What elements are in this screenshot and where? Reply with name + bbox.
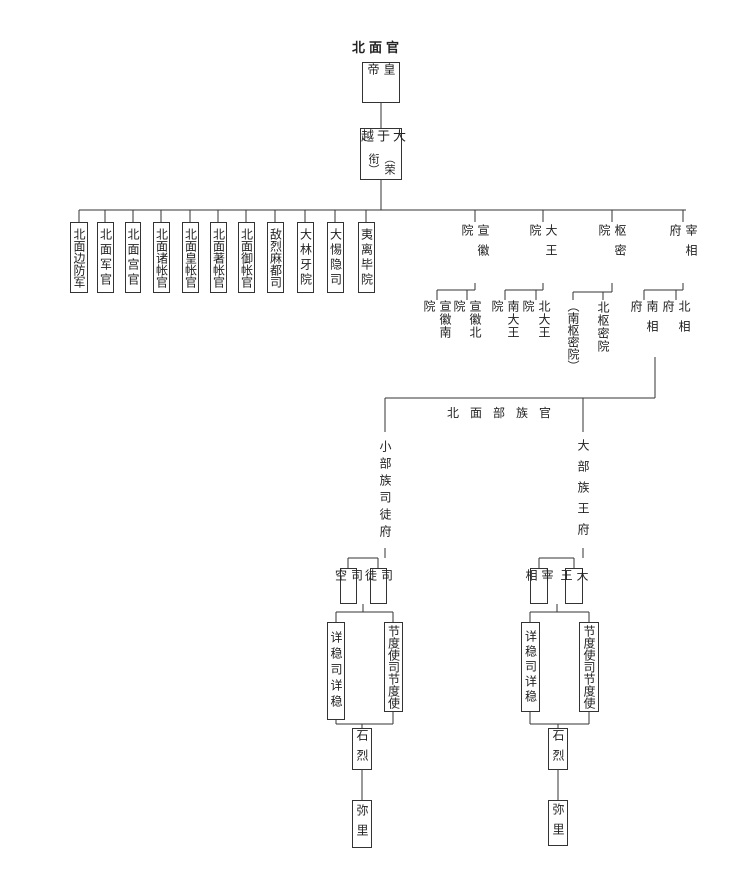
sub-office: （南枢密院） <box>566 300 580 372</box>
large-xiangwen: 详稳司详稳 <box>521 622 540 712</box>
tribal-label: 北面部族官 <box>447 406 563 420</box>
large-mili: 弥里 <box>548 800 568 846</box>
small-xiangwen: 详稳司详稳 <box>327 622 345 720</box>
left-office: 北面边防军 <box>70 222 88 293</box>
yuyue-note: （荣衔） <box>367 152 396 175</box>
left-office: 北面皇帐官 <box>182 222 199 293</box>
official-sikong: 司空 <box>334 568 364 604</box>
small-tribe-office: 小部族司徒府 <box>378 440 392 542</box>
official-situ: 司徒 <box>364 568 394 604</box>
office-shumi: 枢密院 <box>597 224 627 264</box>
left-office: 大林牙院 <box>297 222 314 293</box>
sub-office: 北相府 <box>661 300 691 340</box>
sub-office: 北大王院 <box>521 300 551 339</box>
sub-office: 宣徽北院 <box>452 300 482 339</box>
sub-office: 宣徽南院 <box>422 300 452 339</box>
large-shilie: 石烈 <box>548 728 568 770</box>
small-mili: 弥里 <box>352 800 372 848</box>
official-zaixiang: 宰相 <box>524 568 554 604</box>
left-office: 北面军官 <box>97 222 114 293</box>
left-office: 敌烈麻都司 <box>267 222 284 293</box>
left-office: 大惕隐司 <box>327 222 344 293</box>
large-tribe-office: 大部族王府 <box>576 438 590 544</box>
left-office: 北面诸帐官 <box>153 222 170 293</box>
chart-title: 北面官 <box>352 41 404 56</box>
office-zaixiang: 宰相府 <box>668 224 698 264</box>
node-emperor: 皇帝 <box>362 62 400 103</box>
large-jiedushi: 节度使司节度使 <box>579 622 599 712</box>
node-yuyue: 大于越 （荣衔） <box>358 128 405 180</box>
sub-office: 南相府 <box>629 300 659 340</box>
left-office: 北面御帐官 <box>238 222 255 293</box>
yuyue-main: 大于越 <box>358 129 405 142</box>
office-xuanhui: 宣徽院 <box>460 224 490 264</box>
left-office: 北面宫官 <box>125 222 141 293</box>
left-office: 北面著帐官 <box>210 222 227 293</box>
office-dawang: 大王院 <box>528 224 558 264</box>
sub-office: 南大王院 <box>490 300 520 339</box>
small-shilie: 石烈 <box>352 728 372 770</box>
sub-office: 北枢密院 <box>596 301 610 353</box>
left-office: 夷离毕院 <box>358 222 375 293</box>
official-dawang: 大王 <box>559 568 589 604</box>
small-jiedushi: 节度使司节度使 <box>384 622 403 712</box>
